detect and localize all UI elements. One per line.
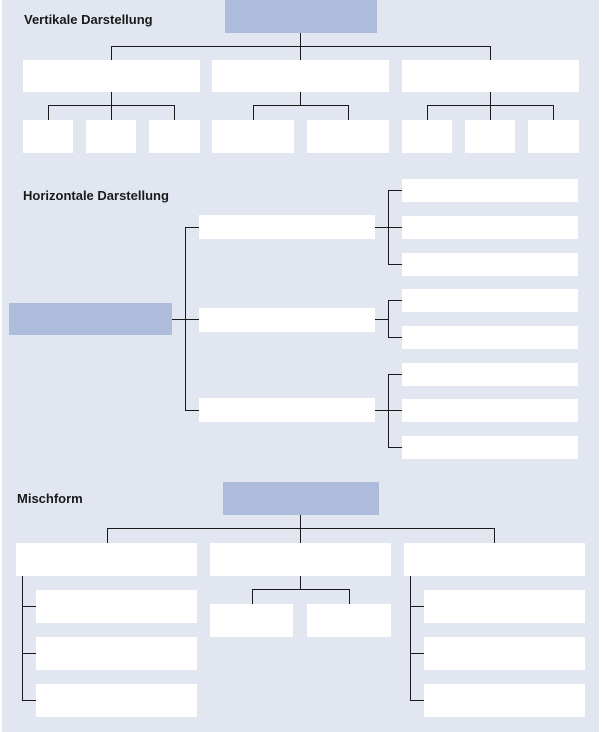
section-title-mixed: Mischform [17,491,83,506]
horizontal-level1-box [199,215,375,239]
mixed-level2-box [36,684,197,717]
mixed-root-box [223,482,379,515]
connector [494,528,495,543]
horizontal-level2-box [402,399,578,422]
connector [22,700,36,701]
mixed-level1-box [210,543,391,576]
connector [300,576,301,590]
vertical-level1-box [212,60,389,92]
connector [300,33,301,46]
connector [300,46,301,60]
connector [410,606,424,607]
vertical-level2-box [212,120,294,153]
connector [375,410,389,411]
connector [388,300,389,338]
vertical-level2-box [86,120,136,153]
horizontal-level2-box [402,436,578,459]
connector [410,576,411,701]
connector [111,105,112,120]
connector [185,227,199,228]
vertical-level2-box [465,120,515,153]
connector [111,46,491,47]
connector [172,319,186,320]
connector [388,374,389,448]
connector [185,410,199,411]
connector [388,190,402,191]
vertical-level2-box [307,120,389,153]
connector [111,92,112,105]
connector [388,227,402,228]
connector [300,515,301,529]
connector [107,528,108,543]
horizontal-level1-box [199,398,375,422]
connector [490,46,491,60]
mixed-level2-box [424,684,585,717]
connector [375,319,389,320]
connector [174,105,175,120]
connector [253,105,349,106]
mixed-level2-box [36,590,197,623]
connector [388,264,402,265]
connector [553,105,554,120]
connector [410,700,424,701]
vertical-level1-box [23,60,200,92]
connector [48,105,49,120]
horizontal-level2-box [402,289,578,312]
vertical-level1-box [402,60,579,92]
horizontal-level2-box [402,253,578,276]
mixed-level2-box [307,604,391,637]
connector [410,653,424,654]
vertical-level2-box [528,120,579,153]
connector [22,606,36,607]
mixed-level2-box [36,637,197,670]
horizontal-level1-box [199,308,375,332]
horizontal-level2-box [402,363,578,386]
horizontal-level2-box [402,326,578,349]
connector [427,105,428,120]
mixed-level2-box [424,637,585,670]
horizontal-level2-box [402,216,578,239]
connector [185,319,199,320]
connector [388,410,402,411]
connector [252,589,350,590]
horizontal-level2-box [402,179,578,202]
horizontal-root-box [9,303,172,335]
connector [300,92,301,105]
connector [300,528,301,543]
connector [22,653,36,654]
connector [107,528,495,529]
connector [349,589,350,604]
connector [348,105,349,120]
connector [388,300,402,301]
connector [490,92,491,105]
connector [388,447,402,448]
connector [111,46,112,60]
section-title-vertical: Vertikale Darstellung [24,12,153,27]
connector [253,105,254,120]
connector [22,576,23,701]
vertical-level2-box [23,120,73,153]
vertical-root-box [225,0,377,33]
mixed-level2-box [424,590,585,623]
connector [252,589,253,604]
connector [388,374,402,375]
connector [375,227,389,228]
mixed-level1-box [16,543,197,576]
mixed-level1-box [404,543,585,576]
connector [388,337,402,338]
mixed-level2-box [210,604,293,637]
vertical-level2-box [149,120,200,153]
vertical-level2-box [402,120,452,153]
section-title-horizontal: Horizontale Darstellung [23,188,169,203]
connector [490,105,491,120]
